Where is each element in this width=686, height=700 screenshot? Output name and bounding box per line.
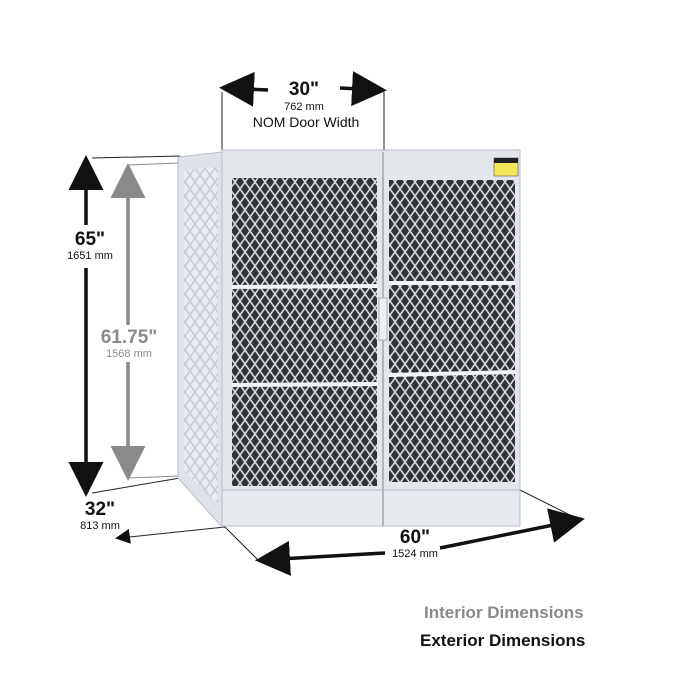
exterior-height-inches: 65"	[74, 229, 106, 250]
door-width-label: 30" 762 mm	[262, 80, 346, 113]
exterior-height-label: 65" 1651 mm	[60, 230, 120, 262]
legend-interior: Interior Dimensions	[424, 603, 584, 622]
legend-exterior: Exterior Dimensions	[420, 631, 586, 650]
width-mm: 1524 mm	[392, 548, 438, 560]
exterior-height-mm: 1651 mm	[67, 250, 113, 262]
depth-inches: 32"	[84, 499, 116, 520]
interior-height-mm: 1568 mm	[106, 348, 152, 360]
door-width-caption: NOM Door Width	[252, 114, 360, 130]
door-width-inches: 30"	[288, 79, 320, 100]
depth-label: 32" 813 mm	[70, 500, 130, 532]
door-width-mm: 762 mm	[284, 101, 324, 113]
dimension-arrows	[68, 71, 585, 576]
interior-height-inches: 61.75"	[100, 327, 158, 348]
width-label: 60" 1524 mm	[385, 528, 445, 560]
cabinet-front	[221, 149, 521, 527]
width-inches: 60"	[399, 527, 431, 548]
interior-height-label: 61.75" 1568 mm	[96, 328, 162, 360]
depth-mm: 813 mm	[80, 520, 120, 532]
cabinet-side	[177, 151, 223, 529]
